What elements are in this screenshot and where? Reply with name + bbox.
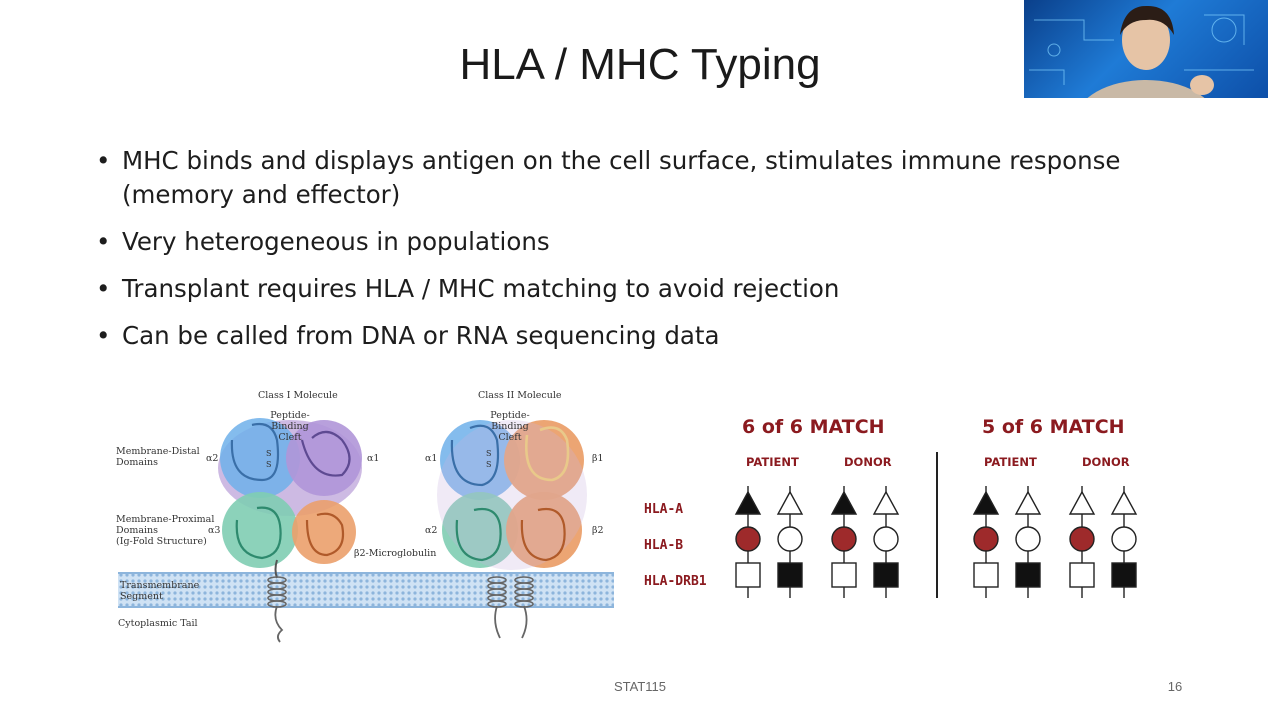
class1-title: Class I Molecule [258, 390, 338, 401]
slide-title: HLA / MHC Typing [459, 40, 821, 89]
match-title-right: 5 of 6 MATCH [982, 416, 1125, 438]
donor-label-left: DONOR [844, 455, 892, 469]
alpha1-label: α1 [367, 453, 380, 464]
patient-label-left: PATIENT [746, 455, 799, 469]
slide-footer: STAT115 [613, 679, 667, 694]
beta2-label: β2 [592, 525, 604, 536]
bullet-item: • Very heterogeneous in populations [96, 225, 1196, 259]
bullet-item: • MHC binds and displays antigen on the c… [96, 144, 1196, 212]
bullet-item: • Can be called from DNA or RNA sequencin… [96, 319, 1196, 353]
donor-label-right: DONOR [1082, 455, 1130, 469]
bullet-text: Transplant requires HLA / MHC matching t… [122, 274, 840, 303]
mhc-structure-figure: Class I Molecule Class II Molecule Pepti… [112, 380, 622, 650]
page-number: 16 [1167, 679, 1183, 694]
bullet-text: Very heterogeneous in populations [122, 227, 550, 256]
match-title-left: 6 of 6 MATCH [742, 416, 885, 438]
row-label-hla-a: HLA-A [644, 502, 684, 517]
bullet-glyph: • [96, 227, 111, 256]
presenter-video-icon [1029, 5, 1254, 98]
disulfide-label: S S [486, 449, 492, 469]
row-label-hla-b: HLA-B [644, 538, 684, 553]
peptide-cleft-label-2: Peptide-Binding Cleft [490, 410, 530, 443]
bullet-glyph: • [96, 274, 111, 303]
alpha2-label: α2 [206, 453, 219, 464]
bullet-item: • Transplant requires HLA / MHC matching … [96, 272, 1196, 306]
row-label-hla-drb1: HLA-DRB1 [644, 574, 707, 589]
mhc-structure-illustration [118, 418, 614, 643]
hla-match-figure: 6 of 6 MATCH 5 of 6 MATCH PATIENT DONOR … [640, 400, 1160, 610]
match-symbols [734, 452, 1138, 598]
class2-title: Class II Molecule [478, 390, 562, 401]
membrane-distal-label: Membrane-Distal Domains [116, 446, 200, 468]
alpha2-class2-label: α2 [425, 525, 438, 536]
b2m-label: β2-Microglobulin [354, 548, 437, 559]
bullet-glyph: • [96, 146, 111, 175]
bullet-text: MHC binds and displays antigen on the ce… [122, 146, 1121, 209]
disulfide-label: S S [266, 449, 272, 469]
bullet-text: Can be called from DNA or RNA sequencing… [122, 321, 720, 350]
membrane-proximal-label: Membrane-Proximal Domains (Ig-Fold Struc… [116, 514, 215, 547]
beta1-label: β1 [592, 453, 604, 464]
alpha1-class2-label: α1 [425, 453, 438, 464]
webcam-video [1024, 0, 1268, 98]
cytoplasmic-label: Cytoplasmic Tail [118, 618, 198, 629]
bullet-list: • MHC binds and displays antigen on the c… [96, 144, 1196, 366]
bullet-glyph: • [96, 321, 111, 350]
peptide-cleft-label-1: Peptide-Binding Cleft [270, 410, 310, 443]
transmembrane-label: Transmembrane Segment [120, 580, 200, 602]
alpha3-label: α3 [208, 525, 221, 536]
patient-label-right: PATIENT [984, 455, 1037, 469]
